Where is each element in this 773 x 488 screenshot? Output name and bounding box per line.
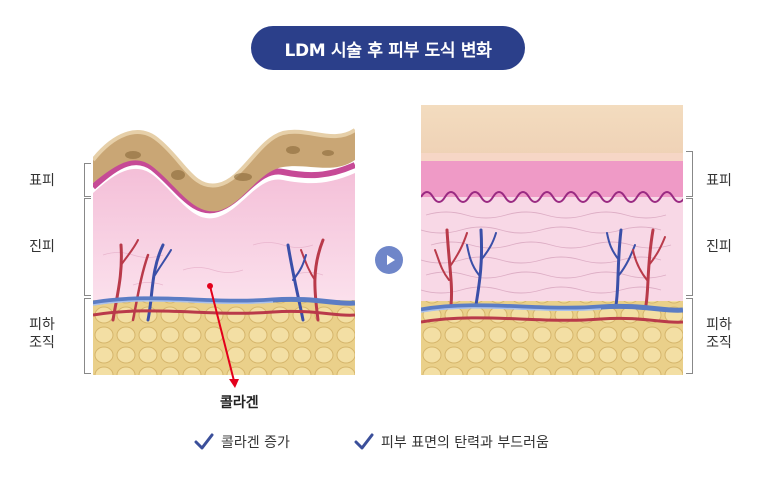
bracket-epidermis-left xyxy=(84,163,91,197)
label-dermis-left: 진피 xyxy=(29,239,55,255)
label-epidermis-left: 표피 xyxy=(29,173,55,189)
bracket-epidermis-right xyxy=(686,151,693,197)
bracket-subcutaneous-right xyxy=(686,298,693,374)
play-arrow-icon xyxy=(375,246,403,274)
diagram-title: LDM 시술 후 피부 도식 변화 xyxy=(251,26,525,70)
bracket-dermis-left xyxy=(84,198,91,296)
collagen-label: 콜라겐 xyxy=(220,395,259,411)
skin-before-illustration xyxy=(93,105,355,375)
benefit-text: 콜라겐 증가 xyxy=(221,435,290,451)
label-subcutaneous-left: 피하 조직 xyxy=(22,316,62,352)
benefit-item: 콜라겐 증가 xyxy=(194,432,290,452)
label-subcutaneous-right-line2: 조직 xyxy=(706,335,732,351)
benefit-item: 피부 표면의 탄력과 부드러움 xyxy=(354,432,549,452)
bracket-dermis-right xyxy=(686,198,693,296)
label-dermis-right: 진피 xyxy=(706,239,732,255)
label-subcutaneous-left-line1: 피하 xyxy=(29,317,55,333)
label-epidermis-right: 표피 xyxy=(706,173,732,189)
benefit-text: 피부 표면의 탄력과 부드러움 xyxy=(381,435,549,451)
checkmark-icon xyxy=(354,433,374,450)
label-subcutaneous-right: 피하 조직 xyxy=(699,316,739,352)
label-subcutaneous-right-line1: 피하 xyxy=(706,317,732,333)
checkmark-icon xyxy=(194,433,214,450)
label-subcutaneous-left-line2: 조직 xyxy=(29,335,55,351)
bracket-subcutaneous-left xyxy=(84,298,91,374)
skin-after-illustration xyxy=(421,105,683,375)
